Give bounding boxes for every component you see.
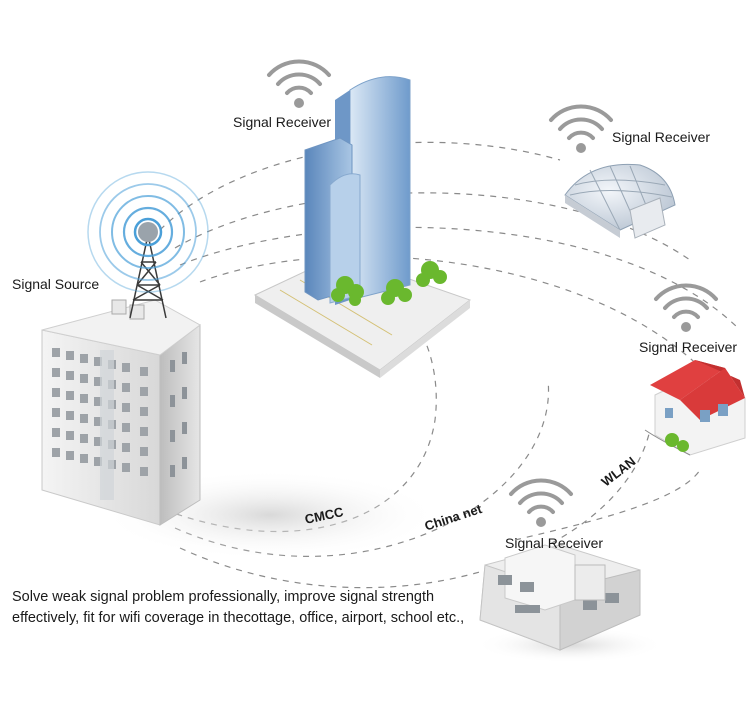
antenna-dish-icon <box>138 222 158 242</box>
coverage-arc-2 <box>174 192 691 261</box>
coverage-arc-3 <box>179 226 741 331</box>
house-icon <box>644 360 746 456</box>
caption-text: Solve weak signal problem professionally… <box>12 589 465 626</box>
signal-receiver-tower-label: Signal Receiver <box>233 114 332 130</box>
coverage-arcs <box>159 141 743 589</box>
broadcast-antenna-icon <box>129 234 167 319</box>
coverage-arc-4 <box>199 255 743 421</box>
wifi-icon-hangar <box>549 104 613 153</box>
coverage-arc-8 <box>514 469 701 541</box>
signal-receiver-office-label: Signal Receiver <box>505 535 604 551</box>
office-tower-icon <box>253 76 472 378</box>
signal-source-label: Signal Source <box>12 276 100 292</box>
source-building-icon <box>41 299 201 526</box>
coverage-arc-6 <box>174 379 550 557</box>
office-building-icon <box>479 544 641 651</box>
wifi-icon-tower <box>267 59 331 108</box>
broadcast-waves-icon <box>87 171 209 293</box>
wifi-icon-office <box>509 478 573 527</box>
coverage-arc-7 <box>179 429 651 589</box>
signal-receiver-hangar-label: Signal Receiver <box>612 129 711 145</box>
signal-receiver-house-label: Signal Receiver <box>639 339 738 355</box>
wifi-icon-house <box>654 283 718 332</box>
hangar-building-icon <box>564 163 676 239</box>
